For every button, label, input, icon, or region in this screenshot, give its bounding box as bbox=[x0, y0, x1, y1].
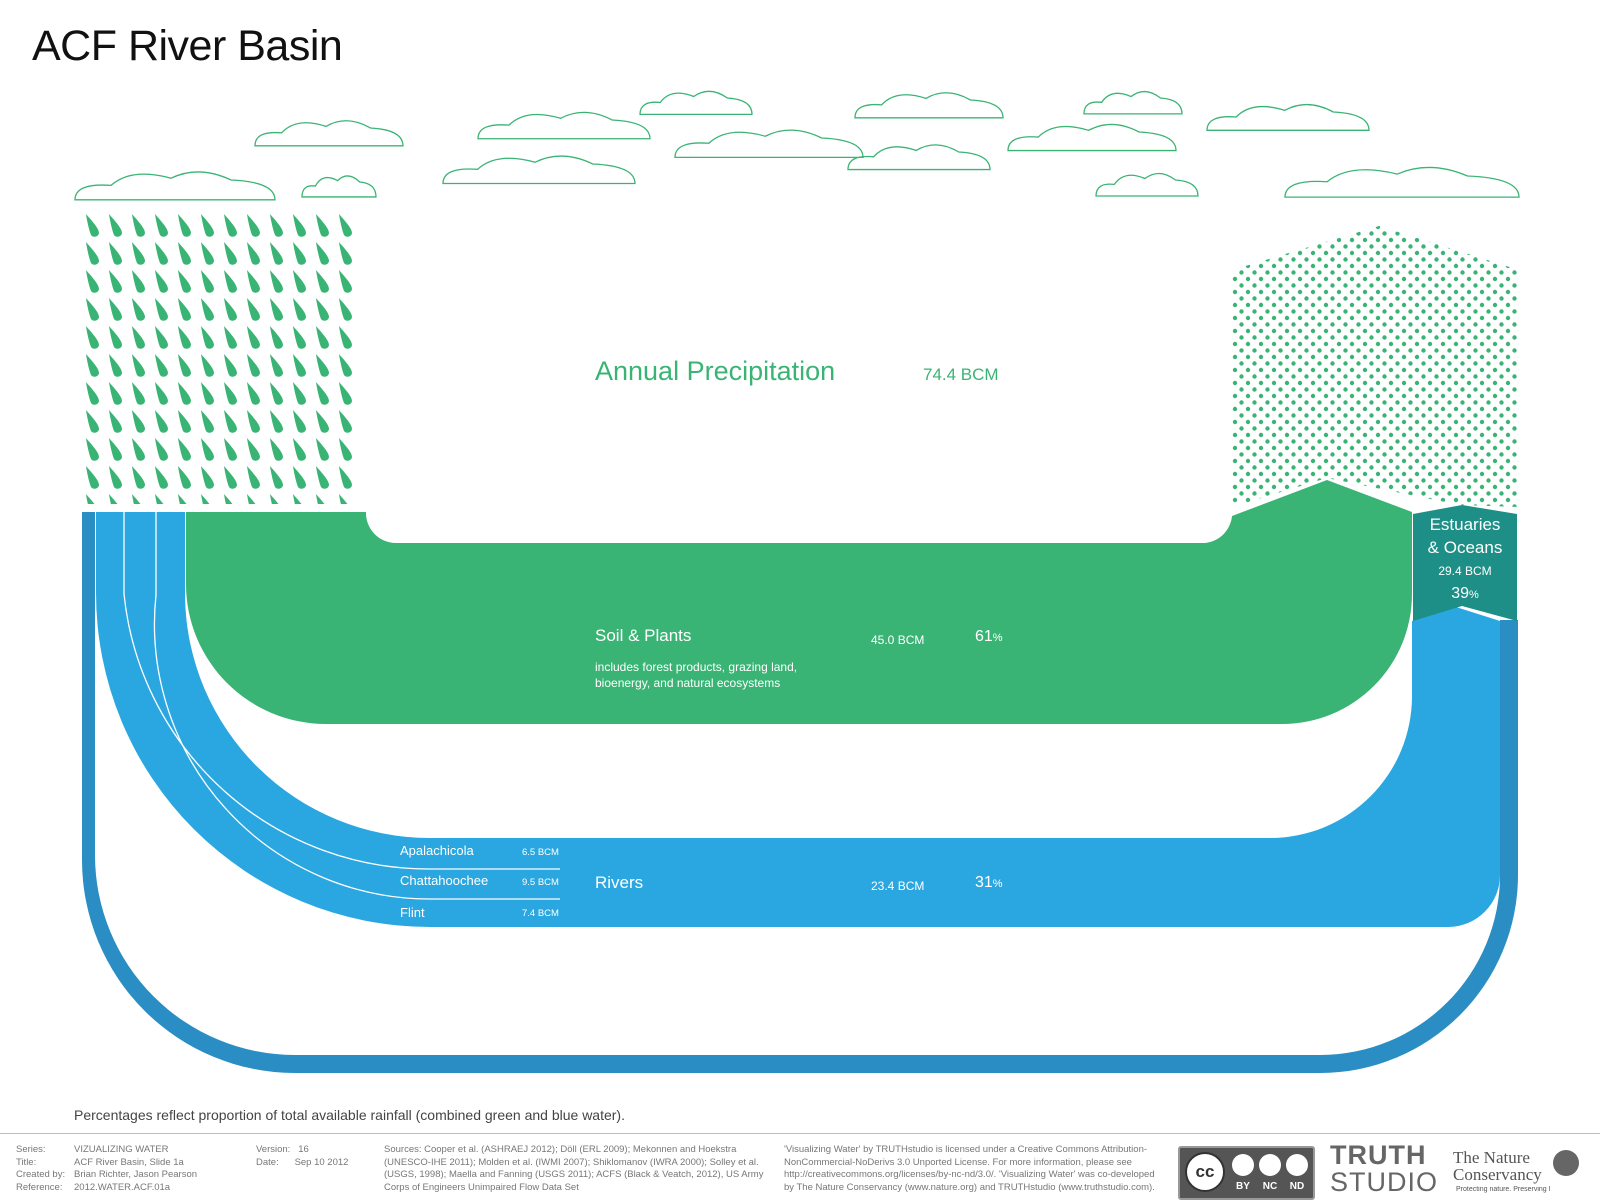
cloud-icon bbox=[1284, 166, 1520, 198]
date-label: Date: bbox=[256, 1156, 279, 1168]
groundwater-value: 6.0 BCM bbox=[878, 1042, 921, 1054]
version-value: 16 bbox=[298, 1144, 309, 1155]
estuaries-oceans-box bbox=[1413, 505, 1517, 621]
percent-sign: % bbox=[992, 878, 1003, 890]
page-title: ACF River Basin bbox=[32, 22, 343, 70]
soil-plants-label: Soil & Plants bbox=[595, 626, 692, 645]
cloud-icon bbox=[1095, 172, 1199, 197]
rivers-flow-band bbox=[96, 512, 1500, 927]
precip-label: Annual Precipitation bbox=[595, 356, 836, 386]
river-divider-1 bbox=[123, 512, 560, 870]
river-chattahoochee-value: 9.5 BCM bbox=[522, 877, 559, 888]
sources-line: Corps of Engineers Unimpaired Flow Data … bbox=[384, 1181, 579, 1193]
footer-sources: Sources: Cooper et al. (ASHRAEJ 2012); D… bbox=[384, 1144, 763, 1194]
date-value: Sep 10 2012 bbox=[294, 1156, 349, 1168]
tnc-tagline: Protecting nature. Preserving life. bbox=[1456, 1186, 1550, 1193]
license-line: by The Nature Conservancy (www.nature.or… bbox=[784, 1181, 1155, 1193]
footer-values: VIZUALIZING WATER ACF River Basin, Slide… bbox=[74, 1144, 197, 1194]
footer: Series: Title: Created by: Reference: VI… bbox=[0, 1133, 1600, 1201]
soil-plants-note-2: bioenergy, and natural ecosystems bbox=[595, 676, 781, 690]
truthstudio-logo-line1: TRUTH bbox=[1330, 1140, 1427, 1170]
soil-plants-percent: 61% bbox=[975, 628, 1003, 646]
sources-line: Sources: Cooper et al. (ASHRAEJ 2012); D… bbox=[384, 1144, 737, 1155]
cc-mark: cc bbox=[1185, 1152, 1225, 1192]
cc-badge-nd: ND bbox=[1289, 1181, 1305, 1192]
cloud-icon bbox=[74, 171, 276, 201]
river-apalachicola-label: Apalachicola bbox=[400, 843, 474, 858]
percentage-note: Percentages reflect proportion of total … bbox=[74, 1107, 625, 1123]
footer-value: 2012.WATER.ACF.01a bbox=[74, 1181, 171, 1193]
rivers-label: Rivers bbox=[595, 873, 644, 892]
river-flint-label: Flint bbox=[400, 905, 425, 920]
sources-line: (UNESCO-IHE 2011); Molden et al. (IWMI 2… bbox=[384, 1156, 759, 1168]
river-chattahoochee-label: Chattahoochee bbox=[400, 873, 489, 888]
tnc-logo-line1: The Nature bbox=[1453, 1148, 1530, 1167]
globe-leaf-icon bbox=[1553, 1150, 1579, 1176]
cloud-icon bbox=[1007, 123, 1177, 152]
cc-by-icon bbox=[1232, 1154, 1254, 1176]
footer-license: 'Visualizing Water' by TRUTHstudio is li… bbox=[784, 1144, 1155, 1194]
rivers-percent: 31% bbox=[975, 874, 1003, 892]
soil-plants-value: 45.0 BCM bbox=[871, 633, 925, 647]
soil-plants-note-1: includes forest products, grazing land, bbox=[595, 660, 798, 674]
groundwater-percent: 8% bbox=[990, 1040, 1005, 1055]
cloud-icon bbox=[847, 144, 991, 171]
cloud-icon bbox=[254, 120, 404, 147]
license-line: 'Visualizing Water' by TRUTHstudio is li… bbox=[784, 1144, 1148, 1155]
footer-label: Created by: bbox=[16, 1169, 66, 1180]
cc-nc-icon bbox=[1259, 1154, 1281, 1176]
estuaries-value: 29.4 BCM bbox=[1438, 564, 1492, 578]
clouds bbox=[74, 90, 1520, 201]
cc-badge-nc: NC bbox=[1262, 1181, 1278, 1192]
cloud-icon bbox=[1206, 103, 1370, 131]
estuaries-percent-value: 39 bbox=[1451, 585, 1469, 602]
percent-sign: % bbox=[997, 1044, 1006, 1054]
evaporation-dot-field bbox=[1232, 226, 1519, 507]
estuaries-label-1: Estuaries bbox=[1429, 515, 1501, 534]
truthstudio-logo-line2: STUDIO bbox=[1330, 1167, 1439, 1197]
cloud-icon bbox=[477, 111, 651, 140]
version-label: Version: bbox=[256, 1144, 291, 1155]
footer-version: Version: 16 Date: Sep 10 2012 bbox=[256, 1144, 348, 1169]
footer-label: Title: bbox=[16, 1156, 37, 1168]
footer-label: Reference: bbox=[16, 1181, 63, 1193]
rivers-percent-value: 31 bbox=[975, 874, 993, 891]
soil-plants-flow-band bbox=[186, 480, 1412, 724]
soil-plants-percent-value: 61 bbox=[975, 628, 993, 645]
cc-badge-by: BY bbox=[1236, 1181, 1250, 1192]
footer-value: Brian Richter, Jason Pearson bbox=[74, 1169, 198, 1180]
footer-value: ACF River Basin, Slide 1a bbox=[74, 1156, 184, 1168]
sources-line: (USGS, 1998); Maella and Fanning (USGS 2… bbox=[384, 1169, 764, 1180]
cloud-icon bbox=[442, 155, 636, 185]
cloud-icon bbox=[854, 92, 1004, 119]
estuaries-label-2: & Oceans bbox=[1427, 538, 1503, 557]
groundwater-percent-value: 8 bbox=[990, 1040, 998, 1055]
percent-sign: % bbox=[1469, 589, 1479, 601]
groundwater-label: Groundwater bbox=[594, 1039, 670, 1054]
precip-value: 74.4 BCM bbox=[923, 365, 999, 384]
rivers-value: 23.4 BCM bbox=[871, 879, 925, 893]
license-line: NonCommercial-NoDerivs 3.0 Unported Lice… bbox=[784, 1156, 1132, 1168]
cloud-icon bbox=[639, 90, 753, 116]
tnc-logo-line2: Conservancy bbox=[1453, 1165, 1542, 1184]
river-flint-value: 7.4 BCM bbox=[522, 908, 559, 919]
creative-commons-icon[interactable]: cc BY NC ND bbox=[1178, 1146, 1315, 1200]
river-apalachicola-value: 6.5 BCM bbox=[522, 847, 559, 858]
percent-sign: % bbox=[992, 632, 1003, 644]
cloud-icon bbox=[1083, 90, 1183, 115]
footer-value: VIZUALIZING WATER bbox=[74, 1144, 169, 1155]
cloud-icon bbox=[301, 175, 377, 198]
rain-icon-field bbox=[82, 212, 360, 504]
footer-labels: Series: Title: Created by: Reference: bbox=[16, 1144, 65, 1194]
river-divider-2 bbox=[153, 512, 560, 900]
cc-nd-icon bbox=[1286, 1154, 1308, 1176]
cloud-icon bbox=[674, 129, 864, 158]
estuaries-percent: 39% bbox=[1413, 585, 1517, 603]
footer-label: Series: bbox=[16, 1144, 46, 1155]
license-line: http://creativecommons.org/licenses/by-n… bbox=[784, 1169, 1155, 1180]
